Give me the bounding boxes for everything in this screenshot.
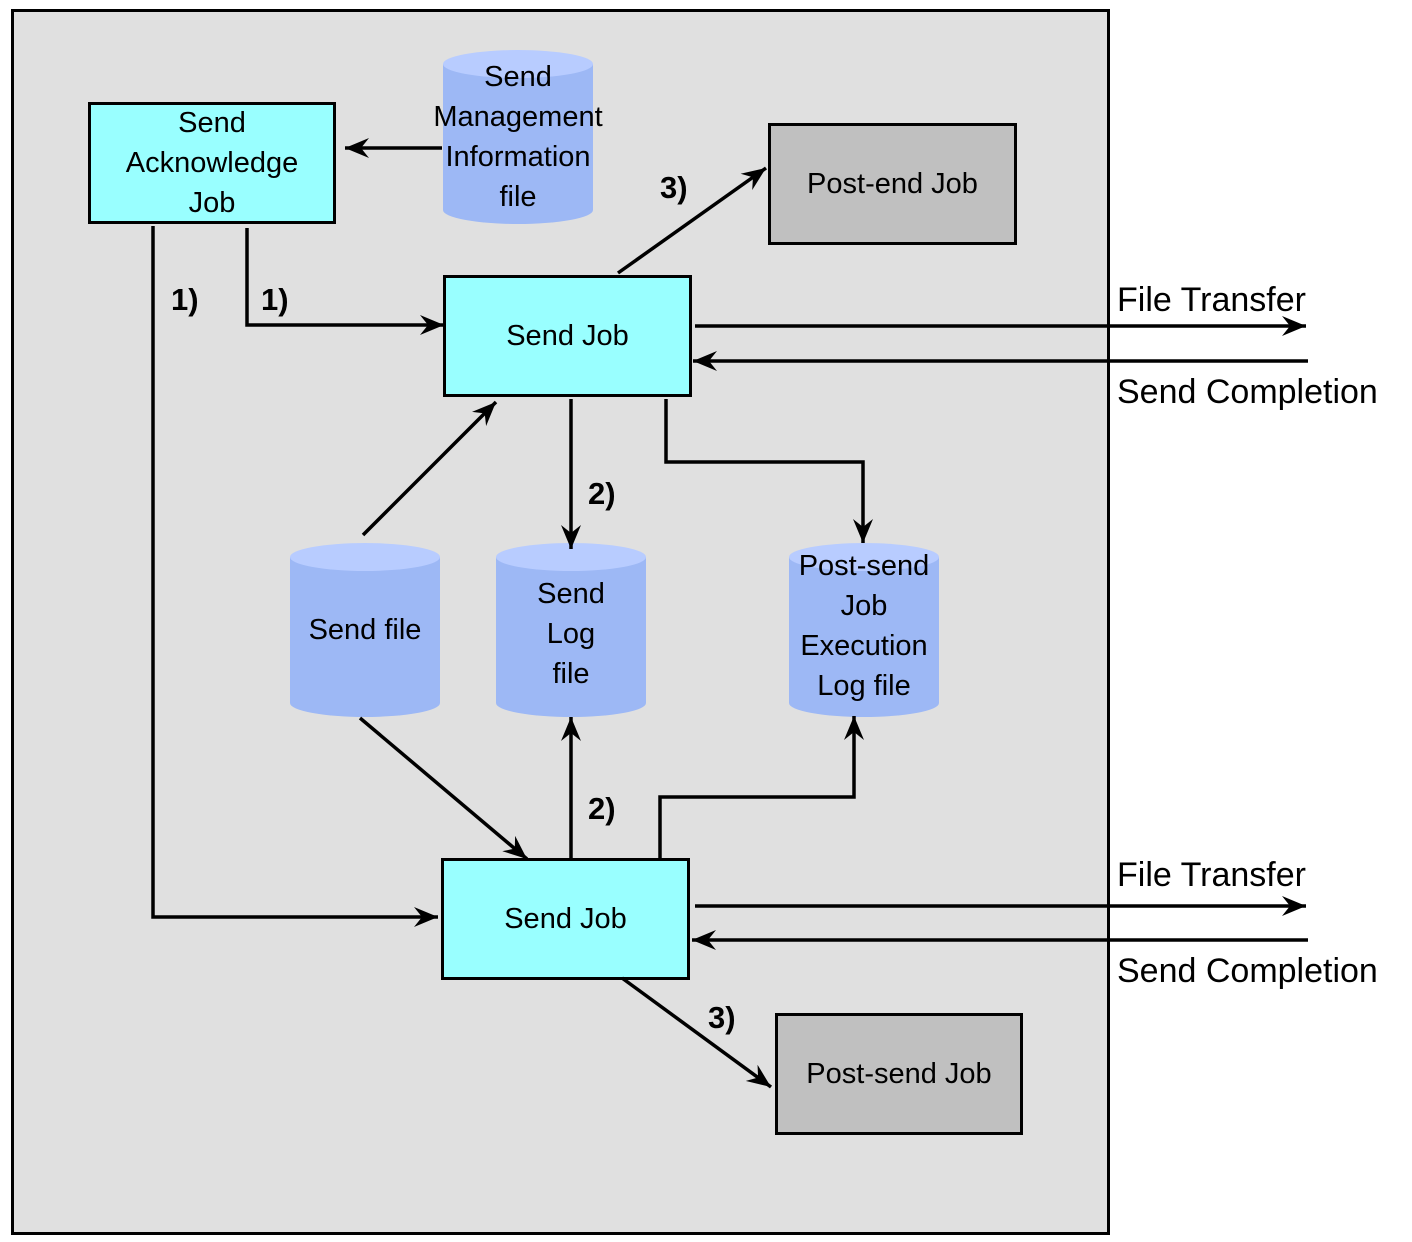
step-3-top-label: 3)	[660, 170, 688, 205]
send-job-top-label: Send Job	[506, 320, 629, 352]
send-job-top-box: Send Job	[443, 275, 692, 397]
post-end-job-label: Post-end Job	[807, 168, 978, 200]
arrow-send-job-to-post-end	[616, 166, 768, 275]
post-send-job-execution-log-file-cylinder: Post-send Job Execution Log file	[789, 543, 939, 717]
arrow-send-file-to-send-job-top	[361, 400, 498, 537]
arrow-ack-to-send-job-top	[245, 228, 444, 335]
arrow-send-job-bottom-to-exec-log	[658, 716, 864, 858]
database-cylinder-icon	[443, 50, 593, 224]
database-cylinder-icon	[290, 543, 440, 717]
step-1-left-label: 1)	[171, 282, 199, 317]
arrow-ack-to-send-job-bottom	[151, 226, 438, 927]
post-end-job-box: Post-end Job	[768, 123, 1017, 245]
post-send-job-label: Post-send Job	[806, 1058, 992, 1090]
send-job-bottom-label: Send Job	[504, 903, 627, 935]
step-1-right-label: 1)	[261, 282, 289, 317]
file-transfer-bottom-label: File Transfer	[1117, 856, 1306, 894]
send-file-cylinder: Send file	[290, 543, 440, 717]
post-send-job-execution-log-file-label: Post-send Job Execution Log file	[798, 550, 930, 702]
send-completion-bottom-label: Send Completion	[1117, 952, 1378, 990]
database-cylinder-icon	[496, 543, 646, 717]
arrow-send-file-to-send-job-bottom	[358, 716, 529, 861]
send-management-information-file-cylinder: Send Management Information file	[433, 50, 603, 224]
file-transfer-top-label: File Transfer	[1117, 281, 1306, 319]
send-completion-top-label: Send Completion	[1117, 373, 1378, 411]
post-send-job-box: Post-send Job	[775, 1013, 1023, 1135]
arrow-send-job-top-to-exec-log	[664, 399, 873, 543]
step-2-top-label: 2)	[588, 476, 616, 511]
send-acknowledge-job-box: Send Acknowledge Job	[88, 102, 336, 224]
send-file-label: Send file	[308, 614, 422, 646]
arrow-send-job-to-post-send	[620, 976, 773, 1089]
step-3-bottom-label: 3)	[708, 1000, 736, 1035]
send-management-information-file-label: Send Management Information file	[433, 61, 603, 213]
step-2-bottom-label: 2)	[588, 791, 616, 826]
send-log-file-cylinder: Send Log file	[496, 543, 646, 717]
send-acknowledge-job-label: Send Acknowledge Job	[125, 107, 299, 219]
database-cylinder-icon	[789, 543, 939, 717]
send-job-bottom-box: Send Job	[441, 858, 690, 980]
send-log-file-label: Send Log file	[537, 578, 605, 690]
